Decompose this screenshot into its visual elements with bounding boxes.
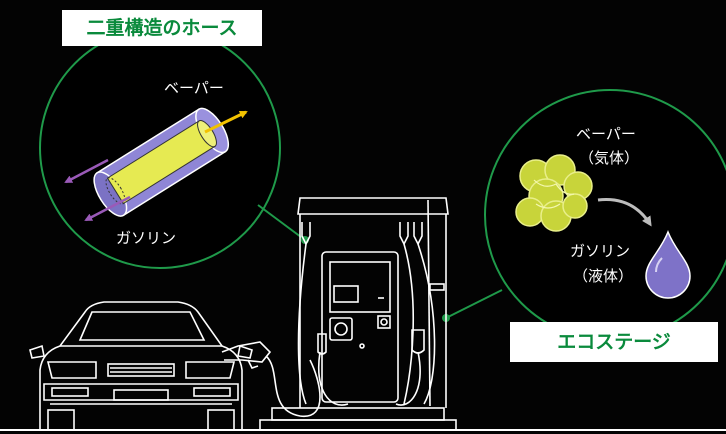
condense-arrow [597, 198, 652, 227]
eco-stage-badge: エコステージ [510, 322, 718, 362]
double-hose-icon [93, 107, 230, 217]
hose-vapor-label: ベーパー [164, 79, 224, 97]
fuel-nozzle [221, 341, 321, 417]
state-vapor-label: ベーパー [576, 125, 636, 143]
car-icon [29, 301, 253, 431]
vapor-arrow [204, 110, 248, 134]
hose-detail-circle: ベーパー ガソリン [39, 27, 309, 269]
gasoline-arrow-2 [84, 195, 131, 222]
vapor-cloud-icon [515, 154, 593, 232]
state-vapor-state: （気体） [579, 149, 639, 167]
fuel-dispenser-icon [259, 197, 457, 431]
hose-gasoline-label: ガソリン [116, 229, 176, 247]
state-gasoline-state: （液体） [573, 267, 633, 285]
double-hose-badge: 二重構造のホース [62, 10, 262, 46]
gasoline-arrow-1 [64, 158, 109, 184]
gasoline-droplet-icon [645, 229, 691, 299]
state-gasoline-label: ガソリン [570, 242, 630, 260]
state-change-circle: ベーパー （気体） ガソリン （液体） [442, 89, 726, 341]
